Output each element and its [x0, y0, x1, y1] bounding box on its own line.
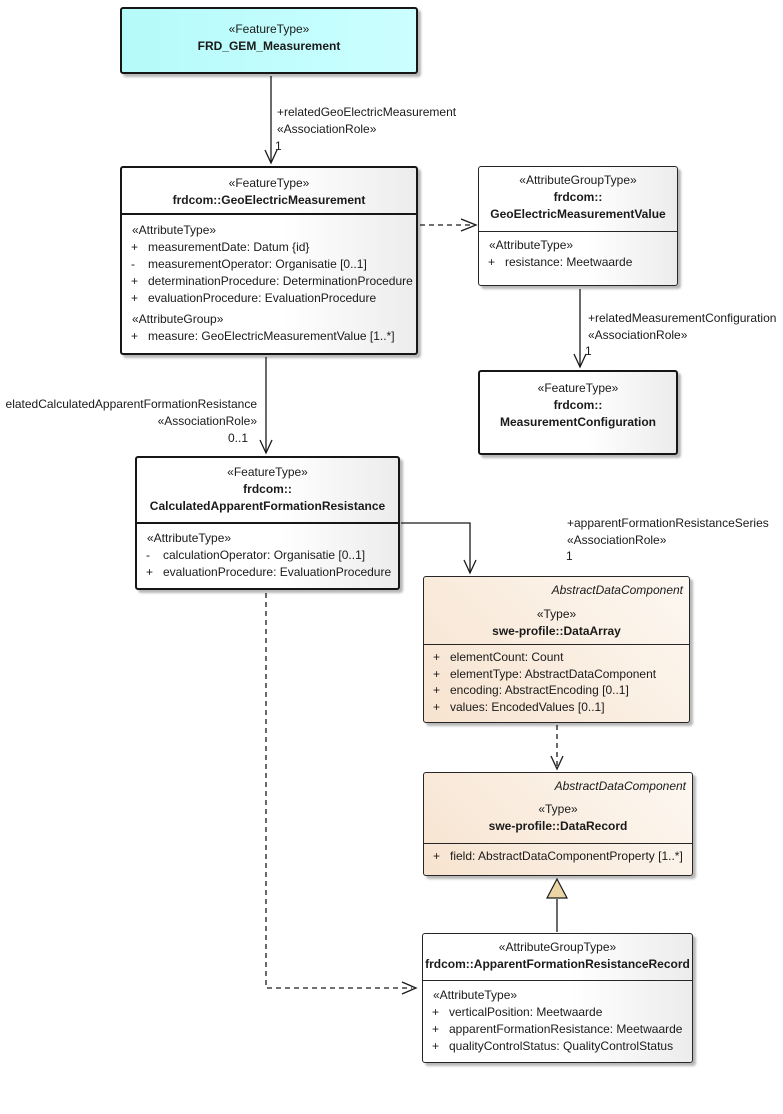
attribute-row: + evaluationProcedure: EvaluationProcedu… [146, 565, 392, 579]
dependency-cafr-to-resistance-record[interactable] [265, 593, 412, 989]
connector-stereotype-label: «AssociationRole» [588, 328, 688, 342]
attribute-section-label: «AttributeType» [433, 988, 518, 1002]
attribute-row: - measurementOperator: Organisatie [0..1… [131, 257, 367, 271]
arrowhead-open-right [401, 981, 418, 995]
stereotype-label: «FeatureType» [228, 176, 310, 190]
arrowhead-open-right [460, 218, 478, 232]
stereotype-label: «AttributeGroupType» [519, 173, 637, 187]
connector-multiplicity-label: 0..1 [227, 431, 248, 445]
stereotype-label: «FeatureType» [228, 22, 310, 36]
arrowhead-open-down [463, 559, 477, 575]
class-measurement-configuration[interactable]: «FeatureType» frdcom:: MeasurementConfig… [478, 370, 678, 455]
attribute-row: + field: AbstractDataComponentProperty [… [433, 849, 683, 863]
attribute-section-label: «AttributeType» [489, 238, 574, 252]
connector-multiplicity-label: 1 [275, 139, 282, 153]
connector-stereotype-label: «AssociationRole» [157, 414, 257, 428]
stereotype-label: «FeatureType» [227, 465, 308, 479]
stereotype-label: «Type» [538, 802, 578, 816]
stereotype-label: «Type» [536, 607, 577, 621]
attribute-group-section-label: «AttributeGroup» [132, 312, 224, 326]
class-name: frdcom:: [553, 398, 603, 412]
class-name: frdcom:: [243, 482, 292, 496]
attribute-row: + elementType: AbstractDataComponent [433, 666, 657, 681]
connector-role-label: elatedCalculatedApparentFormationResista… [5, 397, 257, 411]
stereotype-label: «FeatureType» [537, 381, 619, 395]
attribute-row: + determinationProcedure: DeterminationP… [131, 274, 413, 288]
attribute-row: + measurementDate: Datum {id} [131, 240, 310, 254]
class-frd-gem-measurement[interactable]: «FeatureType» FRD_GEM_Measurement [120, 7, 418, 74]
class-apparent-formation-resistance-record[interactable]: «AttributeGroupType» frdcom::ApparentFor… [422, 933, 693, 1063]
connector-role-label: +apparentFormationResistanceSeries [567, 516, 769, 530]
arrowhead-open-down [550, 755, 564, 771]
arrowhead-open-down [259, 439, 273, 455]
attribute-row: + verticalPosition: Meetwaarde [432, 1005, 603, 1019]
attribute-row: + values: EncodedValues [0..1] [433, 699, 605, 714]
class-data-record[interactable]: AbstractDataComponent «Type» swe-profile… [423, 772, 693, 876]
class-name: FRD_GEM_Measurement [197, 39, 341, 53]
attribute-row: + apparentFormationResistance: Meetwaard… [432, 1022, 683, 1036]
class-name: CalculatedApparentFormationResistance [149, 499, 386, 513]
association-apparent-formation-resistance-series[interactable] [401, 522, 471, 573]
connector-role-label: +relatedGeoElectricMeasurement [277, 105, 457, 119]
attribute-row: + qualityControlStatus: QualityControlSt… [432, 1039, 674, 1053]
attribute-row: + resistance: Meetwaarde [488, 255, 633, 269]
class-calculated-apparent-formation-resistance[interactable]: «FeatureType» frdcom:: CalculatedApparen… [135, 456, 400, 590]
connector-role-label: +relatedMeasurementConfiguration [588, 311, 777, 325]
class-geo-electric-measurement[interactable]: «FeatureType» frdcom::GeoElectricMeasure… [120, 166, 418, 355]
parent-class-label: AbstractDataComponent [551, 583, 683, 597]
attribute-row: - calculationOperator: Organisatie [0..1… [146, 548, 366, 562]
class-data-array[interactable]: AbstractDataComponent «Type» swe-profile… [423, 576, 690, 723]
class-name: swe-profile::DataRecord [488, 819, 628, 833]
attribute-row: + measure: GeoElectricMeasurementValue [… [131, 329, 395, 343]
class-geo-electric-measurement-value[interactable]: «AttributeGroupType» frdcom:: GeoElectri… [478, 166, 678, 286]
attribute-section-label: «AttributeType» [132, 223, 217, 237]
class-name: swe-profile::DataArray [492, 624, 621, 638]
attribute-section-label: «AttributeType» [147, 531, 232, 545]
class-name: frdcom::ApparentFormationResistanceRecor… [425, 957, 690, 971]
attribute-row: + elementCount: Count [433, 650, 564, 664]
stereotype-label: «AttributeGroupType» [498, 940, 617, 954]
class-name: frdcom::GeoElectricMeasurement [172, 193, 366, 207]
class-name: frdcom:: [553, 190, 603, 204]
class-name: GeoElectricMeasurementValue [490, 207, 666, 221]
class-name: MeasurementConfiguration [499, 415, 656, 429]
connector-stereotype-label: «AssociationRole» [567, 533, 667, 547]
connector-multiplicity-label: 1 [585, 344, 592, 358]
connector-stereotype-label: «AssociationRole» [277, 122, 377, 136]
arrowhead-generalization-triangle [546, 877, 568, 899]
parent-class-label: AbstractDataComponent [554, 779, 686, 793]
attribute-row: + encoding: AbstractEncoding [0..1] [433, 683, 629, 697]
connector-multiplicity-label: 1 [566, 549, 573, 563]
attribute-row: + evaluationProcedure: EvaluationProcedu… [131, 291, 377, 305]
